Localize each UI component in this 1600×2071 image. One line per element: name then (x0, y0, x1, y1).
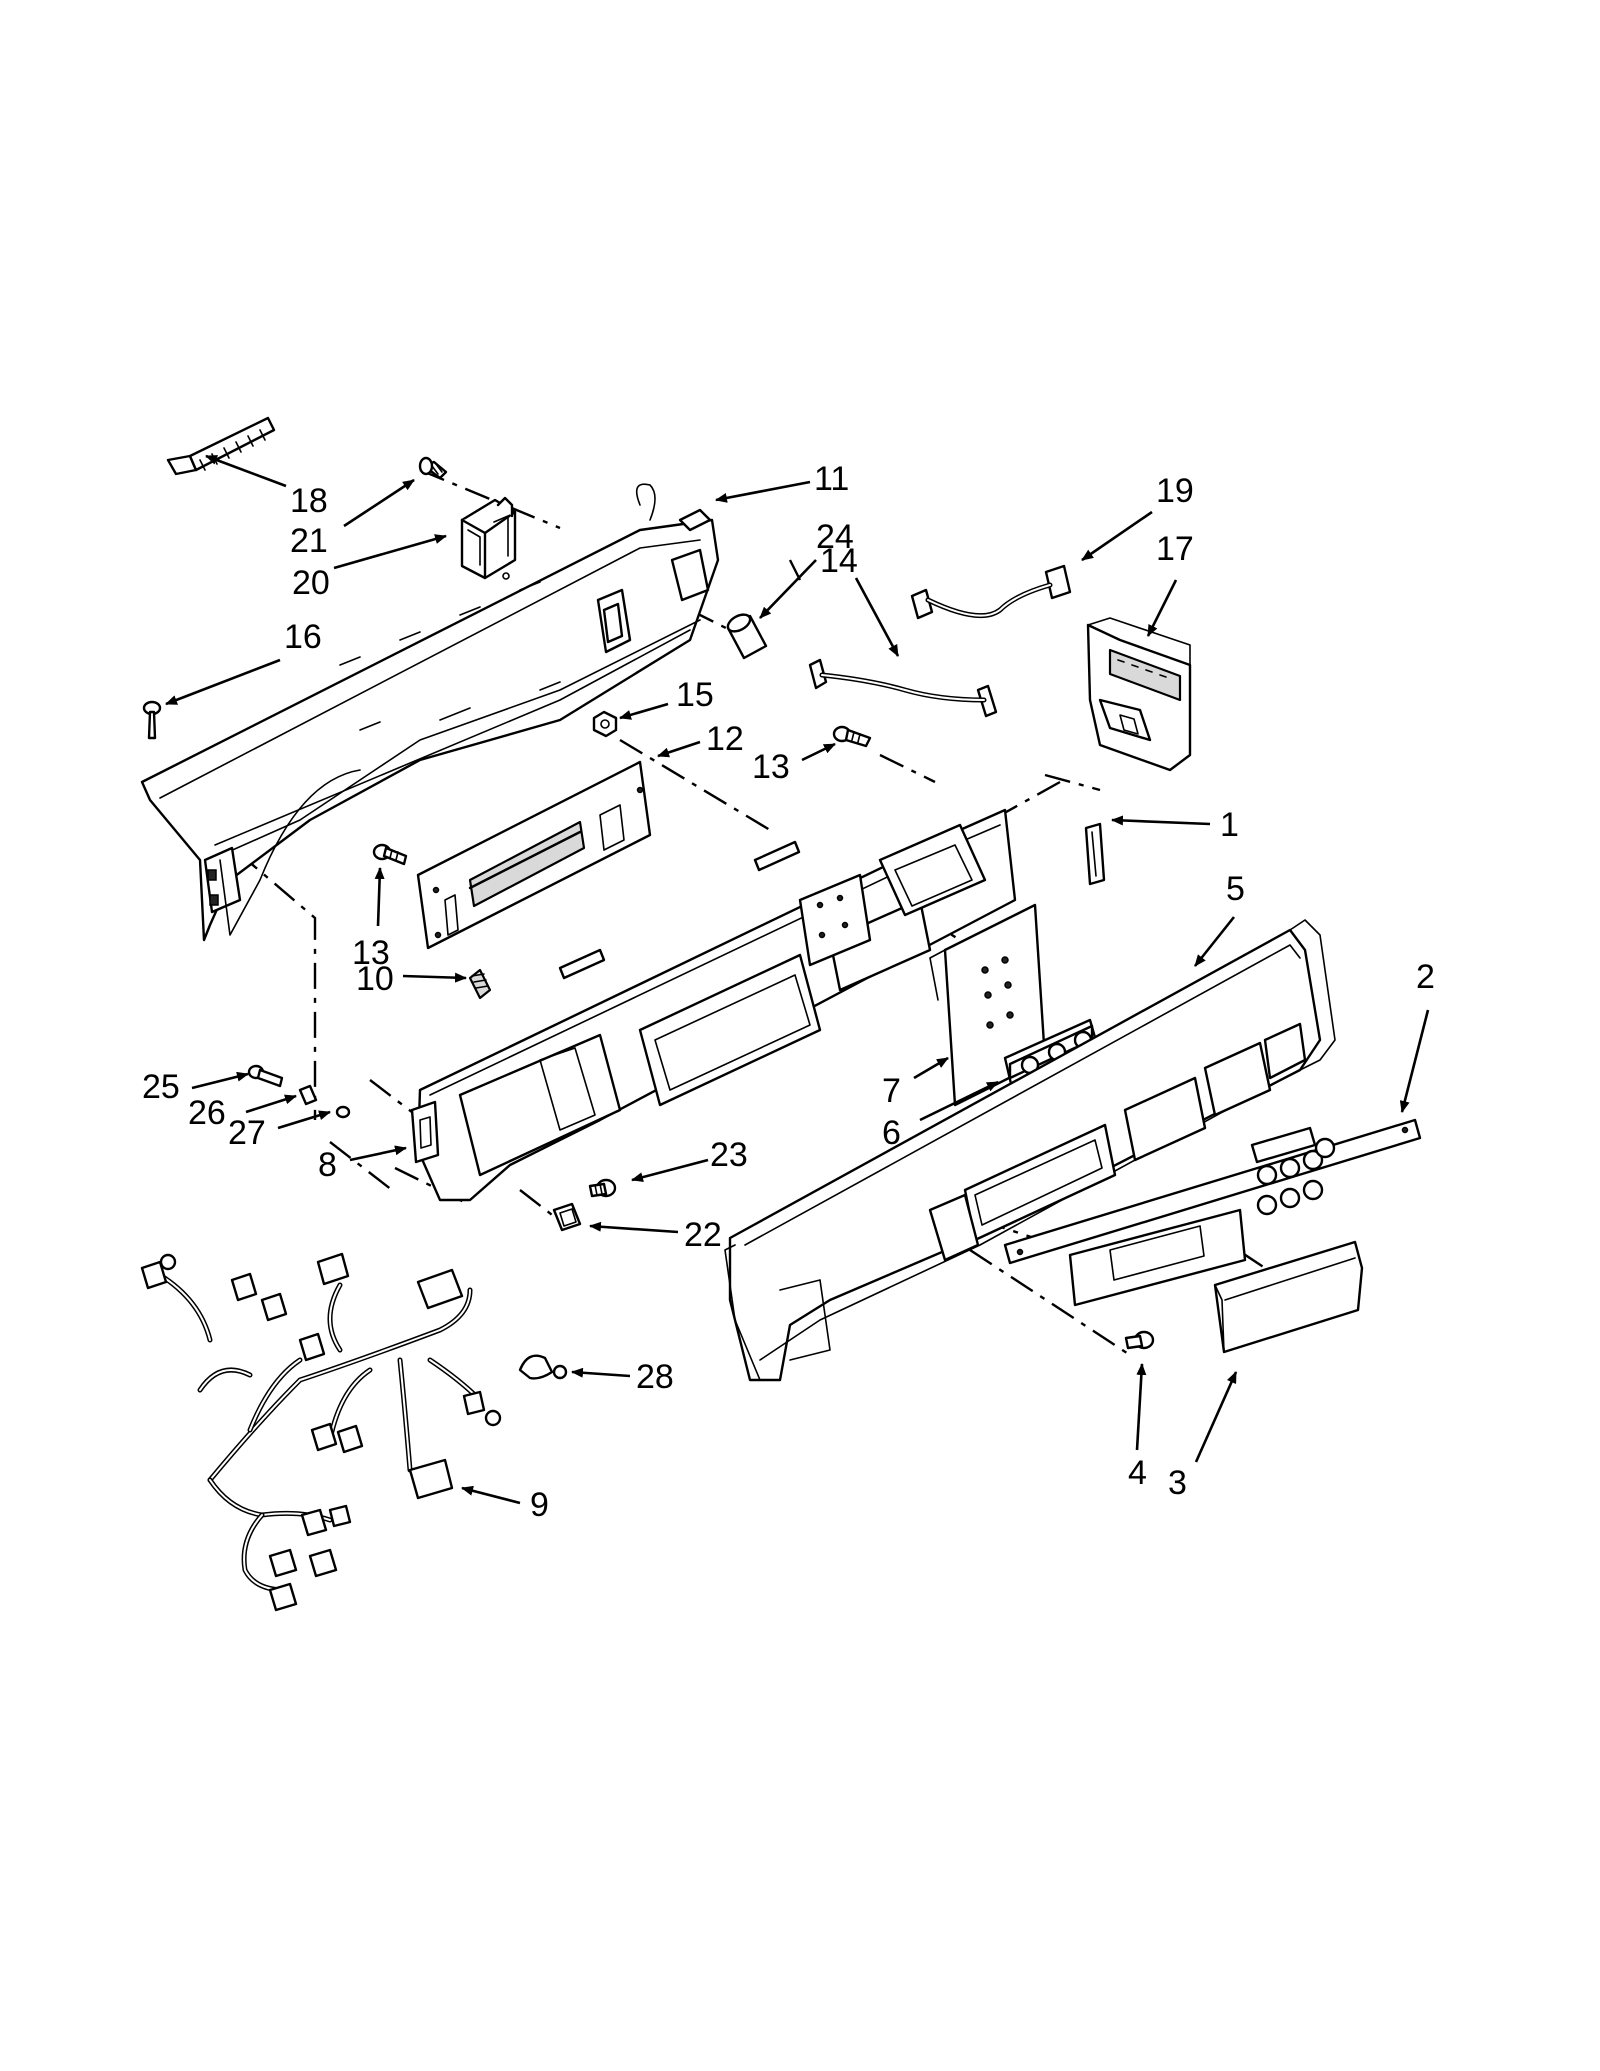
screw-23-part (588, 1178, 617, 1198)
screw-13-lower-part (372, 843, 408, 866)
callout-9: 9 (530, 1486, 549, 1524)
clip-22-part (552, 1202, 582, 1232)
callout-15: 15 (676, 676, 714, 714)
callout-12: 12 (706, 720, 744, 758)
callout-17: 17 (1156, 530, 1194, 568)
spring-part (468, 968, 492, 1000)
callout-24: 24 (816, 518, 854, 556)
callout-14: 14 (820, 542, 858, 580)
callout-6: 6 (882, 1114, 901, 1152)
bracket-1-part (1084, 822, 1106, 886)
screw-4-part (1124, 1330, 1155, 1350)
display-window-part (1213, 1240, 1364, 1354)
short-harness-part (808, 658, 998, 718)
callout-4: 4 (1128, 1454, 1147, 1492)
screw-25-part (247, 1064, 284, 1088)
callout-13-upper: 13 (752, 748, 790, 786)
transformer-part (460, 496, 517, 580)
callout-8: 8 (318, 1146, 337, 1184)
callout-28: 28 (636, 1358, 674, 1396)
spacer-part (726, 613, 768, 660)
callout-23: 23 (710, 1136, 748, 1174)
callout-27: 27 (228, 1114, 266, 1152)
callout-18: 18 (290, 482, 328, 520)
callout-19: 19 (1156, 472, 1194, 510)
callout-2: 2 (1416, 958, 1435, 996)
washer-27-part (335, 1105, 351, 1119)
callout-13-lower: 13 (352, 934, 390, 972)
callout-10: 10 (356, 960, 394, 998)
main-harness-part (140, 1252, 502, 1612)
callout-16: 16 (284, 618, 322, 656)
clamp-part (518, 1354, 568, 1380)
callout-7: 7 (882, 1072, 901, 1110)
control-bracket-part (140, 483, 720, 942)
electronic-control-part (1086, 617, 1192, 772)
callout-21: 21 (290, 522, 328, 560)
clip-26-part (298, 1084, 318, 1106)
control-board-part (416, 760, 652, 950)
callout-26: 26 (188, 1094, 226, 1132)
callout-3: 3 (1168, 1464, 1187, 1502)
screw-21-part (418, 456, 448, 480)
callout-25: 25 (142, 1068, 180, 1106)
screw-16-part (142, 700, 162, 740)
callout-5: 5 (1226, 870, 1245, 908)
cable-tie-part (166, 416, 276, 476)
display-board-part (1068, 1208, 1247, 1307)
graphic-panel-part (1003, 1118, 1422, 1265)
nut-part (592, 710, 618, 738)
callout-20: 20 (292, 564, 330, 602)
console-panel-part (724, 919, 1336, 1382)
screw-13-upper-part (832, 725, 872, 748)
callout-11: 11 (814, 460, 849, 498)
callout-leaders (165, 454, 1430, 1505)
callout-1: 1 (1220, 806, 1239, 844)
console-chassis-part (410, 808, 1017, 1202)
callout-labels: 1 2 3 4 5 6 7 8 9 10 11 12 13 13 14 15 1… (142, 460, 1435, 1524)
callout-22: 22 (684, 1216, 722, 1254)
jumper-harness-part (910, 564, 1072, 620)
